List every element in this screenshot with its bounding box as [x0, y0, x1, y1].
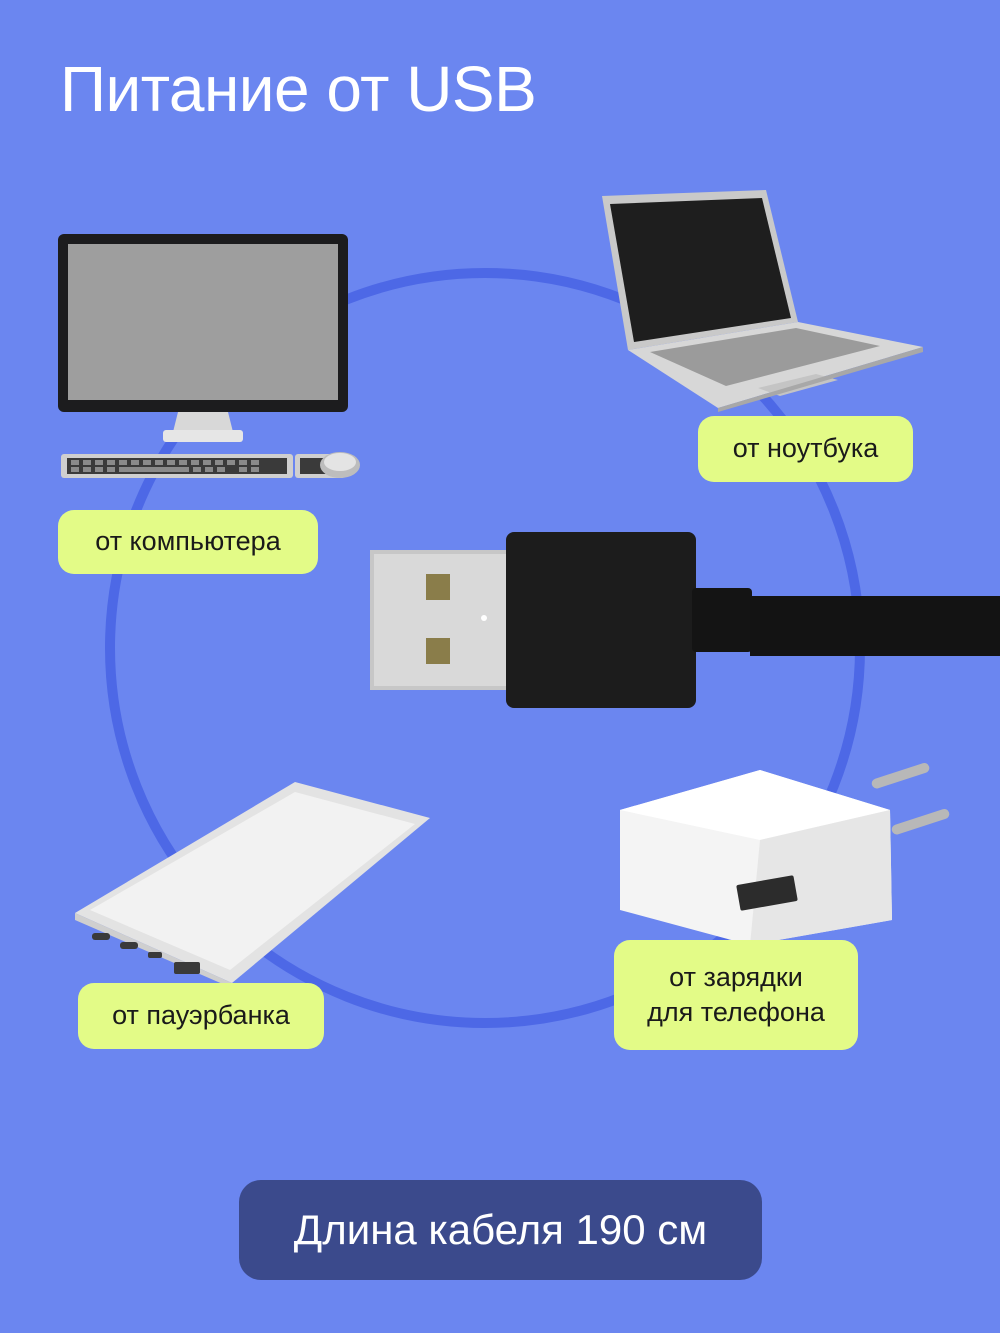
label-from-computer: от компьютера	[58, 510, 318, 574]
label-from-charger: от зарядки для телефона	[614, 940, 858, 1050]
usb-plug-icon	[370, 532, 1000, 708]
label-from-powerbank: от пауэрбанка	[78, 983, 324, 1049]
powerbank-icon	[75, 782, 430, 988]
cable-length-badge: Длина кабеля 190 см	[239, 1180, 762, 1280]
label-from-laptop: от ноутбука	[698, 416, 913, 482]
label-from-powerbank-text: от пауэрбанка	[112, 1000, 290, 1031]
desktop-computer-icon	[58, 234, 360, 478]
wall-charger-icon	[620, 763, 950, 945]
label-from-charger-line2: для телефона	[647, 997, 825, 1027]
label-from-charger-line1: от зарядки	[669, 961, 803, 992]
laptop-icon	[602, 190, 923, 412]
label-from-computer-text: от компьютера	[95, 526, 281, 557]
label-from-laptop-text: от ноутбука	[732, 433, 879, 464]
cable-length-text: Длина кабеля 190 см	[293, 1206, 708, 1253]
page-title: Питание от USB	[60, 53, 537, 125]
